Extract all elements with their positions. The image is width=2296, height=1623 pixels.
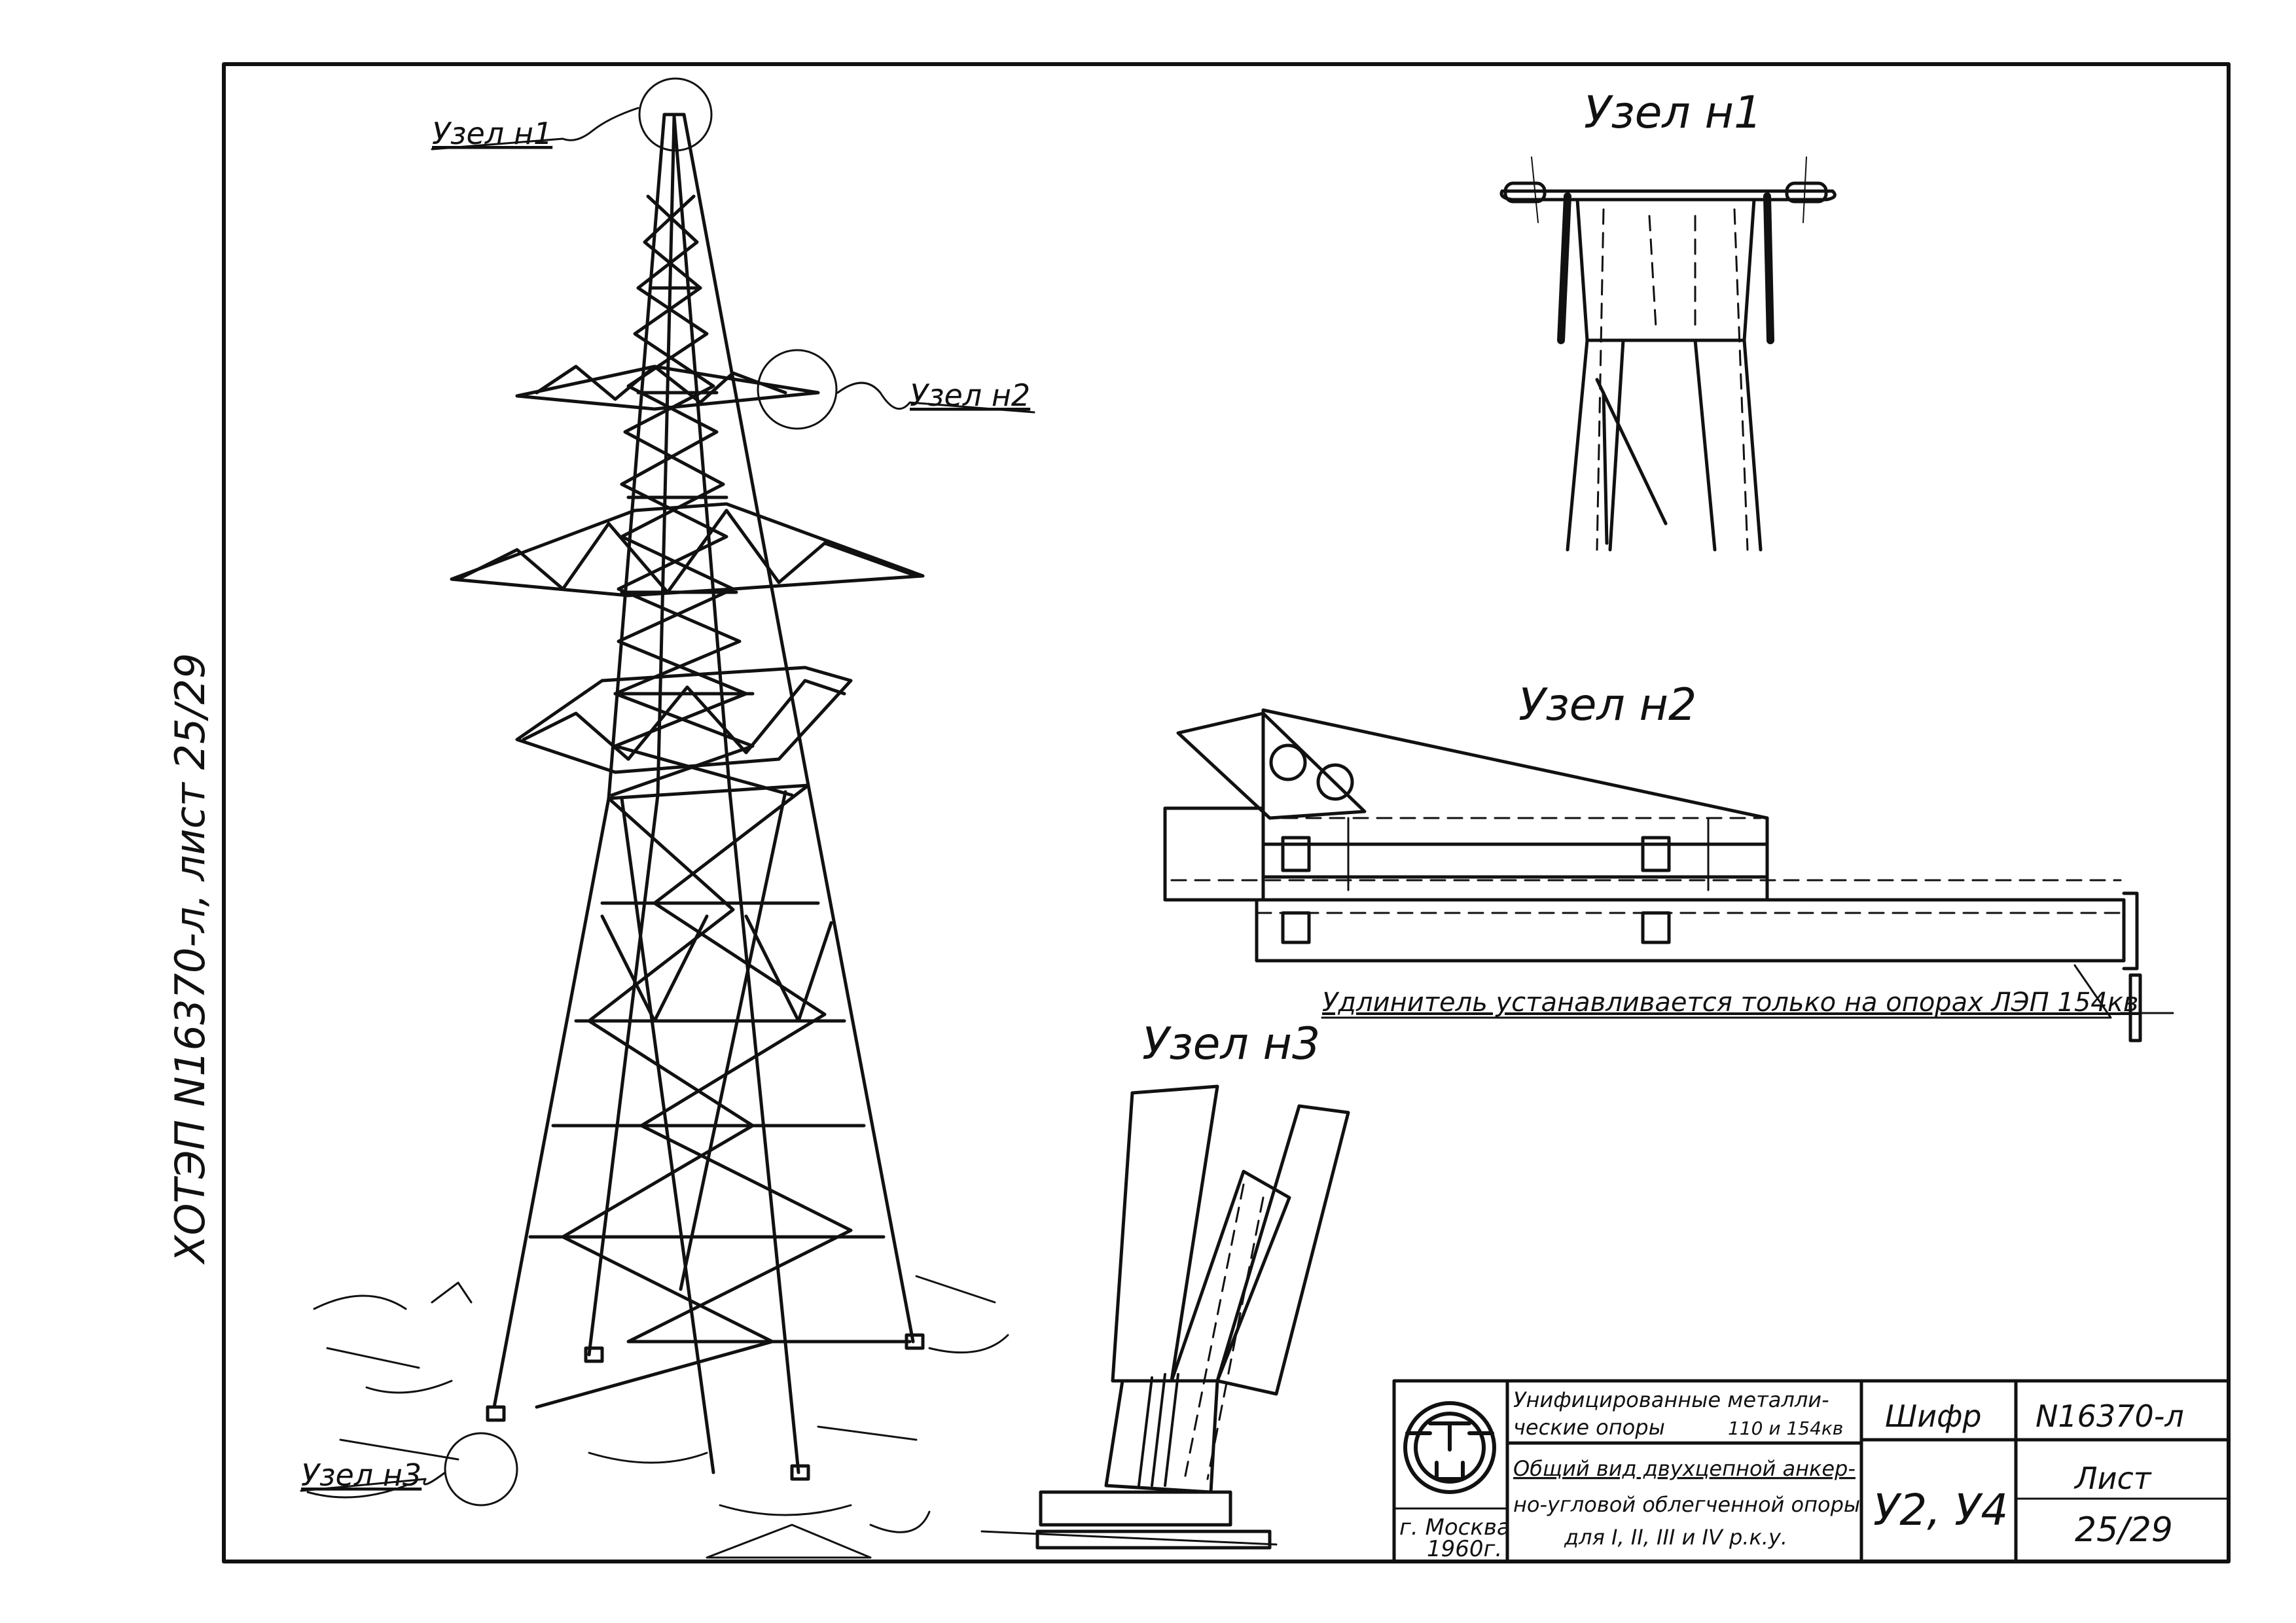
title-block-series-line1: Унифицированные металли- [1513, 1387, 1829, 1412]
node1-title: Узел н1 [1584, 87, 1762, 139]
title-block-desc-line1: Общий вид двухцепной анкер- [1513, 1456, 1856, 1481]
callout-node2: Узел н2 [910, 378, 1030, 413]
side-archive-note: ХОТЭП N16370-л, лист 25/29 [166, 653, 214, 1265]
node2-detail [1163, 708, 2174, 1043]
callout-node1: Узел н1 [432, 116, 552, 151]
title-block-doc-number: N16370-л [2036, 1399, 2184, 1434]
title-block-sheet-label: Лист [2073, 1461, 2152, 1496]
title-block-cipher-value: У2, У4 [1873, 1485, 2008, 1535]
title-block-city: г. Москва [1399, 1514, 1511, 1541]
title-block-sheet-value: 25/29 [2075, 1510, 2173, 1550]
title-block-cipher-label: Шифр [1885, 1399, 1982, 1434]
node3-detail [980, 1084, 1350, 1550]
publisher-logo [1403, 1401, 1496, 1494]
callout-markers [300, 77, 1035, 1507]
title-block-series-line2: ческие опоры [1513, 1415, 1665, 1440]
title-block-desc-line3: для I, II, III и IV р.к.у. [1564, 1525, 1787, 1550]
title-block [1392, 1379, 2231, 1563]
node2-title: Узел н2 [1518, 679, 1696, 731]
callout-node3: Узел н3 [301, 1457, 422, 1493]
title-block-desc-line2: но-угловой облегченной опоры [1513, 1492, 1860, 1517]
title-block-year: 1960г. [1427, 1536, 1502, 1562]
sheet-frame [222, 62, 2231, 1563]
node3-title: Узел н3 [1142, 1018, 1320, 1070]
title-block-series-voltage: 110 и 154кв [1728, 1418, 1843, 1439]
node1-detail [1499, 156, 1837, 552]
extension-note: Удлинитель устанавливается только на опо… [1322, 988, 2138, 1018]
tower-general-view [306, 113, 1009, 1559]
